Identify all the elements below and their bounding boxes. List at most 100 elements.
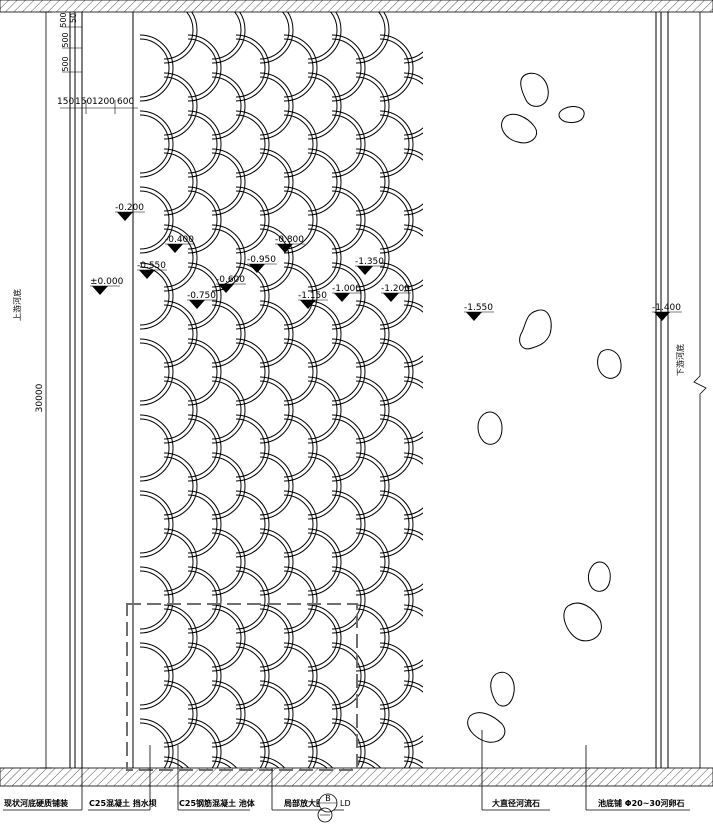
- scale-arc: [235, 338, 270, 406]
- scale-arc: [307, 228, 338, 288]
- scale-arc: [259, 224, 294, 292]
- scale-arc: [379, 38, 410, 98]
- scale-arc: [211, 528, 246, 596]
- scale-arc: [403, 760, 423, 768]
- scale-arc: [259, 12, 294, 64]
- downstream-label: 下游河底: [675, 344, 685, 376]
- scale-arc: [187, 414, 222, 482]
- scale-arc: [403, 376, 423, 444]
- scale-arc: [307, 452, 342, 520]
- scale-arc: [139, 414, 174, 482]
- note-pebbles: 池底铺 Φ20~30河卵石: [598, 798, 685, 808]
- scale-arc: [187, 646, 218, 706]
- scale-arc: [283, 338, 318, 406]
- scale-arc: [403, 304, 423, 364]
- scale-arc: [403, 152, 423, 212]
- scale-arc: [283, 34, 318, 102]
- scale-arc: [163, 532, 194, 592]
- scale-arc: [307, 528, 342, 596]
- scale-arc: [235, 262, 270, 330]
- scale-arc: [355, 224, 390, 292]
- scale-arc: [307, 680, 342, 748]
- stone: [597, 349, 622, 379]
- scale-arc: [307, 12, 342, 64]
- scale-arc: [259, 680, 294, 748]
- scale-arc: [211, 456, 242, 516]
- scale-arc: [211, 12, 242, 60]
- scale-arc: [355, 760, 376, 768]
- scale-arc: [403, 72, 423, 140]
- scale-arc: [139, 642, 174, 710]
- scale-arc: [331, 110, 366, 178]
- break-line: [693, 12, 707, 768]
- scale-arc: [355, 680, 390, 748]
- scale-arc: [259, 604, 294, 672]
- scale-arc: [187, 418, 218, 478]
- elevation-label: -1.200: [381, 284, 410, 294]
- scale-arc: [379, 490, 414, 558]
- scale-arc: [355, 152, 386, 212]
- elevation-marker: [139, 270, 155, 279]
- scale-arc: [259, 760, 280, 768]
- scale-arc: [355, 608, 386, 668]
- scale-arc: [355, 532, 386, 592]
- dimension-row-4: 600: [117, 97, 134, 107]
- elevation-marker: [357, 266, 373, 275]
- elevation-marker: [300, 300, 316, 309]
- dimension-top-b: 500: [61, 56, 70, 71]
- scale-arc: [163, 380, 194, 440]
- scale-arc: [403, 532, 423, 592]
- elevation-markers: -0.200-0.400-0.550±0.000-0.800-0.950-0.6…: [90, 203, 682, 321]
- scale-arc: [283, 266, 314, 326]
- scale-arc: [211, 380, 242, 440]
- scale-arc: [355, 756, 382, 768]
- scale-arc: [139, 722, 170, 768]
- elevation-label: -1.150: [298, 291, 327, 301]
- scale-arc: [379, 114, 410, 174]
- scale-arc: [163, 152, 194, 212]
- scale-arc: [331, 494, 362, 554]
- scale-arc: [211, 12, 246, 64]
- scale-arc: [163, 228, 194, 288]
- scale-arc: [163, 756, 190, 768]
- scale-arc: [139, 566, 174, 634]
- scale-arc: [355, 604, 390, 672]
- scale-arc: [163, 12, 198, 64]
- elevation-label: -0.600: [216, 275, 245, 285]
- scale-arc: [379, 262, 414, 330]
- detail-box: [126, 603, 358, 771]
- scale-arc: [403, 456, 423, 516]
- scale-arc: [355, 12, 390, 64]
- stone: [558, 106, 585, 124]
- scale-arc: [259, 380, 290, 440]
- scale-arc: [211, 680, 246, 748]
- elevation-label: -0.950: [247, 255, 276, 265]
- dimension-top-c: 50: [69, 13, 78, 23]
- dimension-total: 30000: [35, 11, 52, 769]
- scale-arc: [211, 604, 246, 672]
- scale-arc: [211, 304, 242, 364]
- scale-arc: [235, 722, 266, 768]
- scale-arc: [379, 570, 410, 630]
- scale-arc: [379, 722, 410, 768]
- scale-arc: [211, 452, 246, 520]
- scale-arc: [331, 186, 366, 254]
- scale-arc: [259, 304, 290, 364]
- scale-arc: [355, 228, 386, 288]
- scale-arc: [331, 566, 366, 634]
- scale-arc: [163, 12, 194, 60]
- scale-arc: [139, 490, 174, 558]
- top-bank: [0, 0, 713, 13]
- note-big-stone: 大直径河流石: [492, 798, 540, 808]
- scale-arc: [379, 718, 414, 768]
- scale-arc: [379, 414, 414, 482]
- scale-arc: [307, 608, 338, 668]
- scale-arc: [307, 756, 334, 768]
- elevation-marker: [383, 293, 399, 302]
- scale-arc: [331, 570, 362, 630]
- scale-arc: [139, 110, 174, 178]
- scale-arc: [187, 722, 218, 768]
- scale-arc: [403, 684, 423, 744]
- scale-arc: [331, 414, 366, 482]
- note-existing-bed: 现状河底硬质铺装: [4, 798, 68, 808]
